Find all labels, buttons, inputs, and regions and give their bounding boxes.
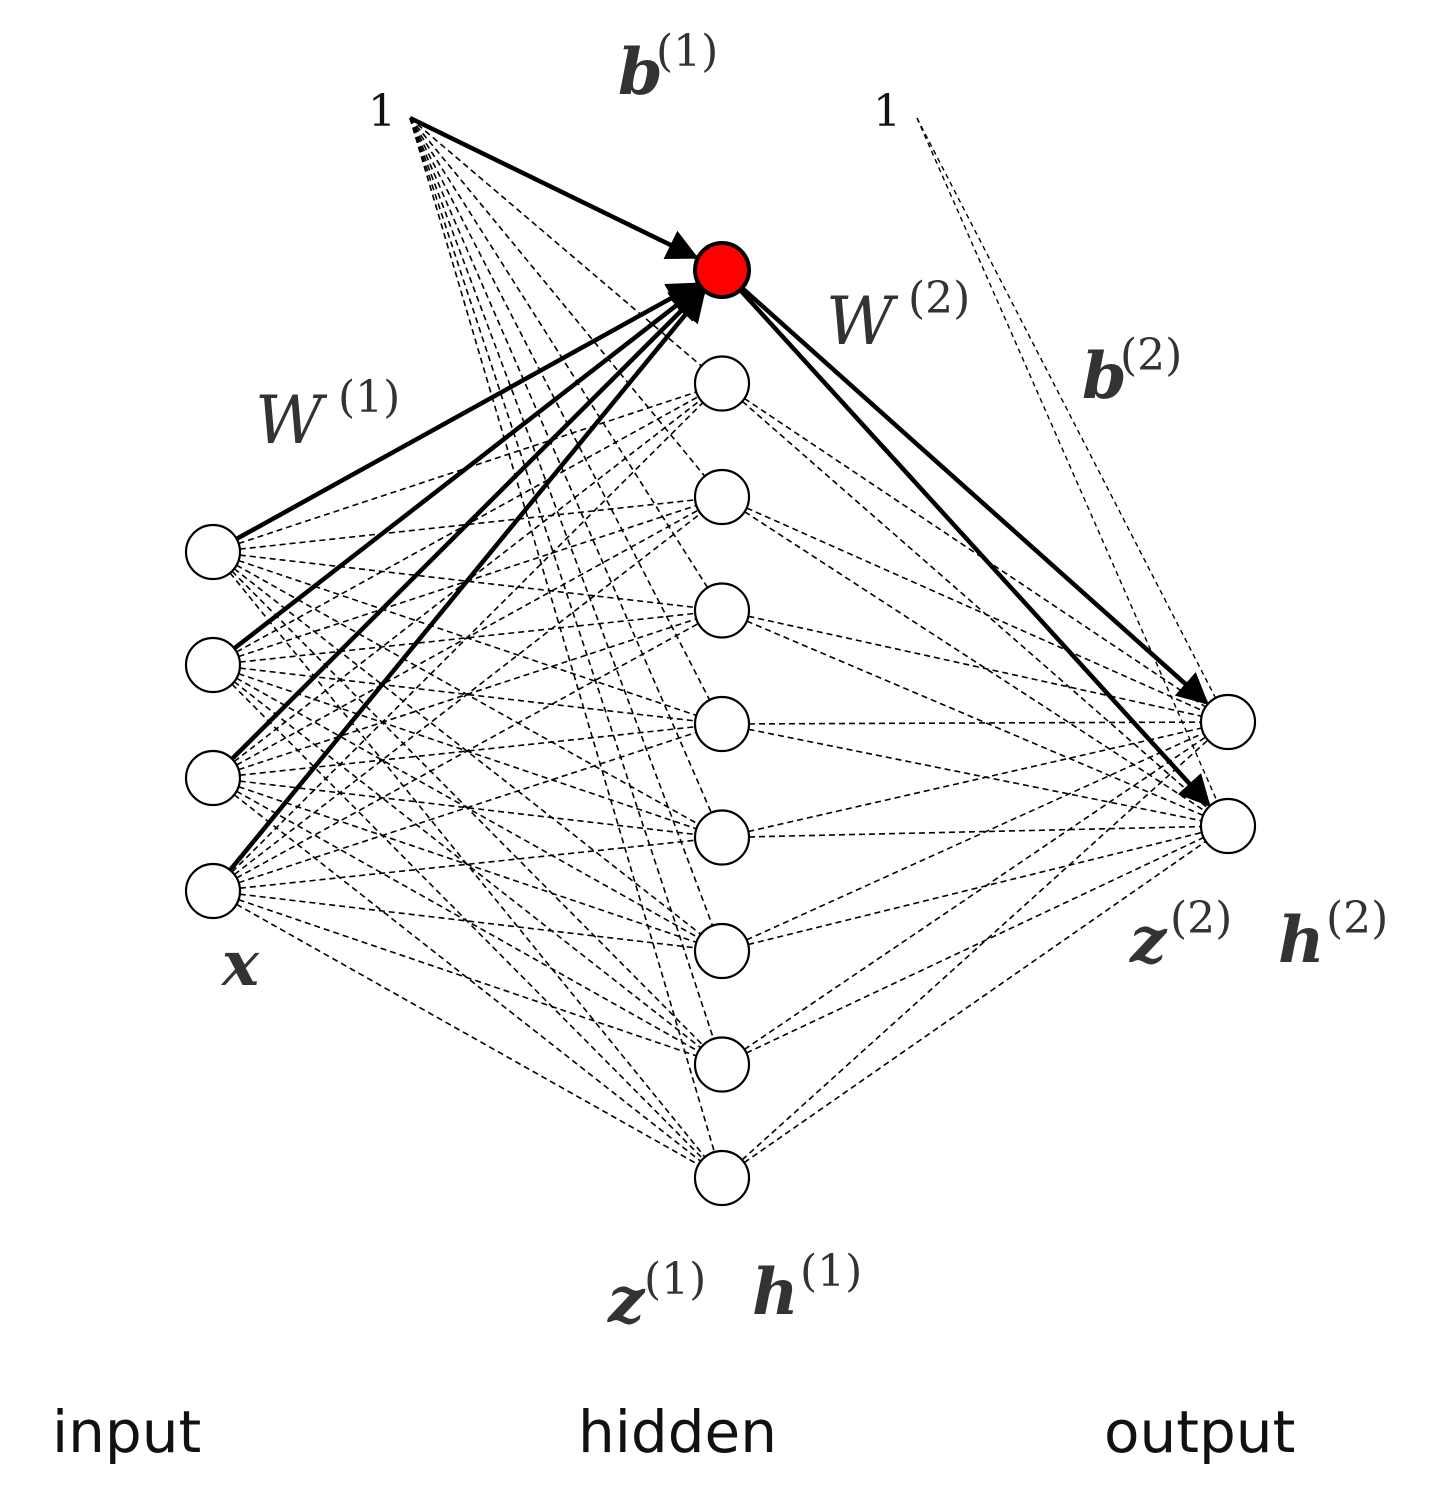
label-W2-base: W — [826, 283, 899, 360]
edge-hidden-highlight-output-1 — [738, 288, 1211, 807]
edge-input-3-hidden-5 — [239, 839, 696, 889]
edge-input-0-hidden-8 — [229, 572, 706, 1158]
nodes-layer — [184, 241, 1257, 1207]
edge-hidden-4-output-1 — [748, 728, 1202, 822]
hidden-node-2 — [693, 468, 751, 526]
label-z1-h1: z (1) h (1) — [607, 1246, 862, 1338]
label-b1-base: b — [618, 35, 663, 110]
edge-input-2-hidden-6 — [238, 785, 697, 944]
edge-hidden-8-output-1 — [743, 840, 1207, 1164]
edge-hidden-1-output-1 — [741, 400, 1209, 809]
edge-bias1-hidden-5 — [409, 117, 713, 814]
layer-label-hidden: hidden — [578, 1398, 777, 1466]
edge-input-0-hidden-highlight — [235, 282, 700, 541]
edge-hidden-6-output-0 — [746, 732, 1204, 941]
edge-input-2-hidden-8 — [233, 794, 702, 1162]
edge-input-3-hidden-7 — [238, 898, 697, 1057]
edge-input-1-hidden-3 — [239, 612, 696, 663]
label-z2-h2: z (2) h (2) — [1129, 893, 1388, 978]
hidden-node-6 — [693, 922, 751, 980]
bias-input-1-label: 1 — [368, 86, 396, 137]
edge-hidden-2-output-0 — [746, 507, 1204, 712]
edge-hidden-4-output-0 — [748, 721, 1202, 725]
edge-input-3-hidden-2 — [233, 512, 702, 876]
edge-input-0-hidden-2 — [239, 499, 696, 550]
label-W2-sup: (2) — [908, 273, 970, 324]
edge-bias1-hidden-7 — [409, 117, 715, 1040]
input-node-1 — [184, 636, 242, 694]
edge-input-1-hidden-4 — [239, 667, 696, 722]
hidden-node-4 — [693, 695, 751, 753]
edge-hidden-5-output-1 — [748, 825, 1202, 838]
hidden-node-3 — [693, 582, 751, 639]
edge-bias1-hidden-highlight — [409, 115, 699, 260]
input-node-3 — [184, 862, 242, 920]
label-h2-sup: (2) — [1326, 893, 1388, 944]
edge-hidden-3-output-1 — [746, 620, 1204, 817]
label-b1: b (1) — [618, 26, 718, 110]
label-b2: b (2) — [1082, 330, 1182, 414]
label-W1-base: W — [255, 382, 328, 459]
edge-bias1-hidden-3 — [409, 117, 709, 589]
edge-hidden-8-output-0 — [741, 739, 1209, 1161]
output-node-1 — [1199, 797, 1257, 855]
edge-input-2-hidden-highlight — [230, 288, 704, 761]
hidden-node-1 — [693, 355, 751, 412]
label-b1-sup: (1) — [656, 26, 718, 77]
hidden-node-8 — [693, 1149, 751, 1207]
edge-hidden-1-output-0 — [743, 397, 1207, 708]
label-z1-sup: (1) — [644, 1254, 706, 1305]
edge-input-0-hidden-6 — [233, 568, 702, 935]
edge-input-3-hidden-1 — [231, 402, 704, 873]
edge-hidden-highlight-output-0 — [740, 286, 1209, 705]
label-W1-sup: (1) — [338, 372, 400, 423]
edge-input-3-hidden-3 — [236, 622, 699, 879]
label-h2-base: h — [1278, 903, 1325, 978]
label-z2-sup: (2) — [1170, 893, 1232, 944]
edge-input-2-hidden-4 — [239, 726, 696, 776]
edge-hidden-7-output-1 — [746, 836, 1204, 1054]
edge-hidden-6-output-1 — [748, 831, 1202, 946]
layer-label-input: input — [52, 1398, 201, 1466]
edge-input-2-hidden-7 — [236, 790, 699, 1052]
edge-hidden-5-output-0 — [748, 727, 1202, 833]
output-node-0 — [1199, 693, 1257, 751]
label-W2: W (2) — [826, 273, 970, 360]
edge-bias1-hidden-1 — [409, 117, 702, 367]
hidden-node-5 — [693, 809, 751, 866]
label-z1-base: z — [607, 1263, 646, 1338]
edge-bias1-hidden-4 — [409, 117, 711, 701]
input-node-0 — [184, 523, 242, 581]
label-x: x — [220, 927, 260, 1000]
edge-hidden-2-output-1 — [744, 511, 1206, 812]
edge-bias2-output-0 — [916, 117, 1217, 699]
edge-input-1-hidden-7 — [233, 681, 702, 1049]
edge-bias2-output-1 — [916, 117, 1218, 802]
label-h1-sup: (1) — [800, 1246, 862, 1297]
edge-input-3-hidden-6 — [239, 893, 696, 949]
label-b2-sup: (2) — [1120, 330, 1182, 381]
edges-layer — [228, 115, 1218, 1166]
label-h1-base: h — [752, 1255, 799, 1330]
input-node-2 — [184, 749, 242, 807]
label-W1: W (1) — [255, 372, 400, 459]
edge-input-2-hidden-5 — [239, 780, 696, 836]
hidden-node-7 — [693, 1036, 751, 1093]
edge-input-1-hidden-highlight — [232, 285, 702, 651]
label-b2-base: b — [1082, 339, 1127, 414]
edge-hidden-7-output-0 — [743, 736, 1207, 1051]
hidden-node-highlighted — [693, 241, 751, 299]
label-z2-base: z — [1129, 903, 1168, 978]
layer-label-output: output — [1104, 1398, 1295, 1466]
edge-bias1-hidden-8 — [409, 117, 716, 1153]
edge-bias1-hidden-2 — [409, 117, 706, 477]
edge-hidden-3-output-0 — [748, 615, 1202, 717]
edge-input-3-hidden-8 — [236, 903, 699, 1166]
edge-bias1-hidden-6 — [409, 117, 714, 926]
edge-input-3-hidden-highlight — [228, 289, 706, 872]
bias-input-2-label: 1 — [873, 86, 901, 137]
